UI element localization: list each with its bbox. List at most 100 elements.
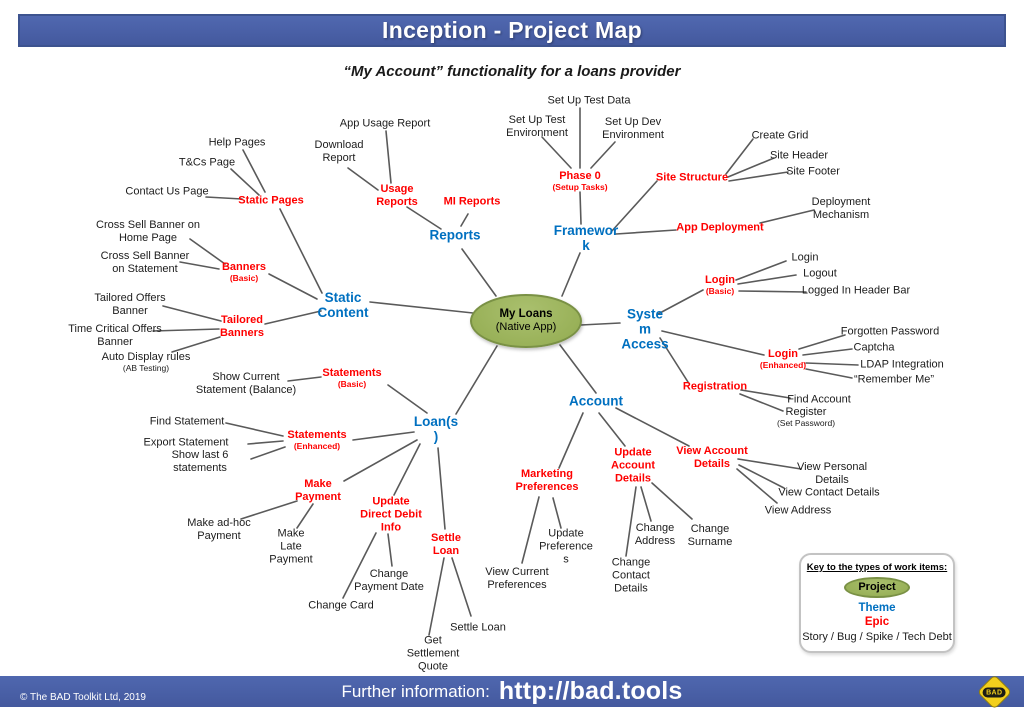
epic-site-structure: Site Structure <box>655 171 729 184</box>
epic-tailored-banners: Tailored Banners <box>219 314 265 339</box>
story-find-statement: Find Statement <box>149 415 225 428</box>
connector-line <box>369 301 474 314</box>
story-view-current-preferences: View Current Preferences <box>485 566 549 591</box>
connector-line <box>657 289 704 315</box>
story-site-header: Site Header <box>769 149 829 162</box>
connector-line <box>736 468 778 504</box>
epic-registration: Registration <box>682 380 748 393</box>
connector-line <box>561 252 581 297</box>
story-change-payment-date: Change Payment Date <box>354 568 424 593</box>
story-set-up-test-data: Set Up Test Data <box>547 94 631 107</box>
legend-epic-label: Epic <box>864 616 890 628</box>
story-tcs-page: T&Cs Page <box>178 156 236 169</box>
story-app-usage-report: App Usage Report <box>339 117 431 130</box>
connector-line <box>805 368 853 379</box>
connector-line <box>615 407 690 447</box>
connector-line <box>805 362 859 366</box>
connector-line <box>152 328 220 332</box>
legend-title: Key to the types of work items: <box>806 562 948 573</box>
epic-mi-reports: MI Reports <box>443 195 501 208</box>
epic-settle-loan: Settle Loan <box>431 532 461 557</box>
story-find-account: Find Account <box>787 393 851 406</box>
connector-line <box>179 261 220 270</box>
story-cross-sell-statement: Cross Sell Banner on Statement <box>100 250 190 275</box>
story-change-contact-details: Change Contact Details <box>611 556 651 595</box>
story-set-up-test-environment: Set Up Test Environment <box>506 114 568 139</box>
story-change-card: Change Card <box>308 599 374 612</box>
connector-line <box>640 486 652 522</box>
connector-line <box>451 557 472 617</box>
connector-line <box>230 168 260 196</box>
connector-line <box>558 412 584 469</box>
connector-line <box>559 344 597 394</box>
connector-line <box>737 458 802 470</box>
theme-account: Account <box>569 393 623 409</box>
legend-theme-label: Theme <box>858 602 896 614</box>
story-export-statement: Export Statement <box>143 436 229 449</box>
story-register: Register(Set Password) <box>776 405 836 428</box>
connector-line <box>385 130 392 184</box>
connector-line <box>171 336 221 353</box>
theme-loans: Loan(s ) <box>413 414 459 444</box>
connector-line <box>343 439 418 482</box>
epic-app-deployment: App Deployment <box>676 221 764 234</box>
story-change-address: Change Address <box>634 522 676 547</box>
story-change-surname: Change Surname <box>687 523 733 548</box>
connector-line <box>727 157 775 178</box>
epic-marketing-preferences: Marketing Preferences <box>515 468 579 493</box>
story-logout: Logout <box>803 267 837 280</box>
connector-line <box>279 208 323 294</box>
epic-phase-0: Phase 0(Setup Tasks) <box>552 169 608 192</box>
further-information-label: Further information: <box>341 681 490 701</box>
epic-statements-basic: Statements(Basic) <box>322 366 382 389</box>
story-site-footer: Site Footer <box>786 165 840 178</box>
connector-line <box>342 532 377 599</box>
connector-line <box>590 141 616 169</box>
story-get-settlement-quote: Get Settlement Quote <box>406 634 460 673</box>
legend-box: Key to the types of work items: Project … <box>799 553 955 653</box>
story-time-critical-offers-banner: Time Critical Offers Banner <box>68 323 162 348</box>
story-ldap-integration: LDAP Integration <box>860 358 944 371</box>
connector-line <box>738 290 807 293</box>
connector-line <box>242 149 266 193</box>
connector-line <box>798 334 846 350</box>
epic-static-pages: Static Pages <box>238 194 304 207</box>
connector-line <box>651 482 693 520</box>
connector-line <box>247 440 284 445</box>
connector-line <box>428 557 445 636</box>
story-make-late-payment: Make Late Payment <box>269 527 313 566</box>
theme-framework: Framewor k <box>553 223 619 253</box>
connector-line <box>250 446 286 460</box>
connector-line <box>579 191 582 225</box>
story-set-up-dev-environment: Set Up Dev Environment <box>602 116 664 141</box>
connector-line <box>387 533 393 567</box>
connector-line <box>455 345 498 415</box>
connector-line <box>240 500 298 520</box>
story-update-preferences: Update Preference s <box>539 527 593 566</box>
connector-line <box>625 486 637 557</box>
connector-line <box>521 496 540 564</box>
epic-login-enhanced: Login(Enhanced) <box>759 347 807 370</box>
connector-line <box>352 431 415 441</box>
epic-usage-reports: Usage Reports <box>376 183 418 208</box>
connector-line <box>802 348 853 356</box>
title-bar: Inception - Project Map <box>18 14 1006 47</box>
connector-line <box>598 412 626 447</box>
connector-line <box>225 422 284 437</box>
connector-line <box>189 238 226 265</box>
epic-banners: Banners(Basic) <box>221 260 267 283</box>
story-login: Login <box>791 251 819 264</box>
connector-line <box>461 248 497 297</box>
connector-line <box>393 443 421 496</box>
connector-line <box>739 393 784 412</box>
story-download-report: Download Report <box>314 139 364 164</box>
copyright-text: © The BAD Toolkit Ltd, 2019 <box>20 692 146 703</box>
connector-line <box>661 330 765 356</box>
story-make-ad-hoc-payment: Make ad-hoc Payment <box>187 517 251 542</box>
story-remember-me: “Remember Me” <box>853 373 935 386</box>
website-url: http://bad.tools <box>498 677 683 705</box>
connector-line <box>659 337 689 383</box>
connector-line <box>205 196 243 200</box>
